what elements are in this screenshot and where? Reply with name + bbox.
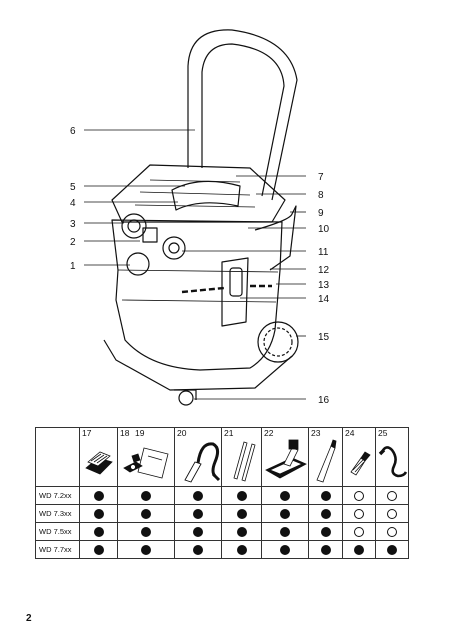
availability-dot [236, 544, 247, 555]
availability-dot [320, 508, 331, 519]
availability-dot [193, 490, 203, 501]
container-body [111, 219, 283, 371]
filter-cassette-icon [85, 451, 113, 475]
availability-dot [354, 526, 364, 537]
model-name: WD 7.5xx [35, 522, 80, 541]
callout-2: 2 [70, 237, 76, 248]
callout-1: 1 [70, 261, 76, 272]
availability-dot [141, 526, 151, 537]
callout-6: 6 [70, 126, 76, 137]
front-castor [178, 390, 194, 406]
column-number: 18 [120, 428, 130, 438]
callout-3: 3 [70, 219, 76, 230]
callout-7: 7 [318, 172, 324, 183]
availability-dot [354, 490, 364, 501]
availability-dot [280, 490, 290, 501]
suction-hose-icon [184, 442, 221, 483]
table-header-row: 17 18 19 2 [35, 427, 409, 487]
availability-dot [193, 526, 203, 537]
availability-dot [93, 508, 104, 519]
availability-dot [236, 526, 247, 537]
availability-dot [236, 490, 247, 501]
availability-dot [193, 508, 203, 519]
availability-dot [141, 508, 151, 519]
column-22: 22 [261, 427, 309, 487]
column-number-second: 19 [135, 428, 145, 438]
callout-13: 13 [318, 280, 330, 291]
vacuum-cleaner-illustration: 6 5 4 3 2 1 7 8 9 10 11 12 13 14 15 16 [70, 29, 330, 406]
callout-5: 5 [70, 182, 76, 193]
availability-dot [387, 544, 397, 555]
column-number: 21 [224, 428, 234, 438]
column-17: 17 [79, 427, 118, 487]
floor-nozzle-icon [265, 439, 307, 479]
column-20: 20 [174, 427, 222, 487]
suction-socket [162, 236, 186, 260]
availability-dot [280, 544, 290, 555]
filter-bag-icon [123, 447, 169, 479]
column-21: 21 [221, 427, 262, 487]
blower-socket [126, 252, 150, 276]
electric-tool-hose-icon [378, 446, 408, 478]
availability-dot [280, 508, 290, 519]
callout-10: 10 [318, 224, 330, 235]
availability-dot [93, 490, 104, 501]
availability-dot [354, 508, 364, 519]
column-number: 23 [311, 428, 321, 438]
column-18-19: 18 19 [117, 427, 175, 487]
availability-dot [141, 544, 151, 555]
callout-12: 12 [318, 265, 330, 276]
column-number: 20 [177, 428, 187, 438]
page-number: 2 [26, 613, 32, 624]
column-number: 25 [378, 428, 388, 438]
availability-dot [93, 544, 104, 555]
availability-dot [141, 490, 151, 501]
availability-dot [354, 544, 364, 555]
column-number: 17 [82, 428, 92, 438]
availability-dot [387, 526, 397, 537]
column-23: 23 [308, 427, 343, 487]
availability-dot [387, 508, 397, 519]
suction-tubes-icon [233, 441, 256, 482]
column-number: 24 [345, 428, 355, 438]
availability-dot [320, 490, 331, 501]
availability-dot [236, 508, 247, 519]
table-corner-cell [35, 427, 80, 487]
availability-dot [320, 544, 331, 555]
table-row: WD 7.3xx [35, 504, 409, 523]
crevice-nozzle-icon [316, 439, 337, 483]
availability-dot [193, 544, 203, 555]
availability-dot [320, 526, 331, 537]
column-number: 22 [264, 428, 274, 438]
push-handle [187, 29, 298, 201]
callout-9: 9 [318, 208, 324, 219]
accessories-table: 17 18 19 2 [35, 427, 409, 559]
rear-wheel [257, 321, 299, 363]
electric-socket [142, 227, 158, 243]
table-row: WD 7.7xx [35, 540, 409, 559]
availability-dot [280, 526, 290, 537]
column-25: 25 [375, 427, 409, 487]
callout-14: 14 [318, 294, 330, 305]
callout-8: 8 [318, 190, 324, 201]
table-row: WD 7.5xx [35, 522, 409, 541]
model-name: WD 7.7xx [35, 540, 80, 559]
top-lid [111, 164, 286, 223]
callout-4: 4 [70, 198, 76, 209]
callout-11: 11 [318, 247, 329, 258]
column-24: 24 [342, 427, 376, 487]
model-name: WD 7.2xx [35, 486, 80, 505]
adapter-icon [350, 451, 371, 476]
on-off-switch [121, 213, 147, 239]
callout-16: 16 [318, 395, 330, 406]
callout-15: 15 [318, 332, 330, 343]
model-name: WD 7.3xx [35, 504, 80, 523]
availability-dot [93, 526, 104, 537]
availability-dot [387, 490, 397, 501]
table-row: WD 7.2xx [35, 486, 409, 505]
lid-handle [171, 180, 241, 211]
